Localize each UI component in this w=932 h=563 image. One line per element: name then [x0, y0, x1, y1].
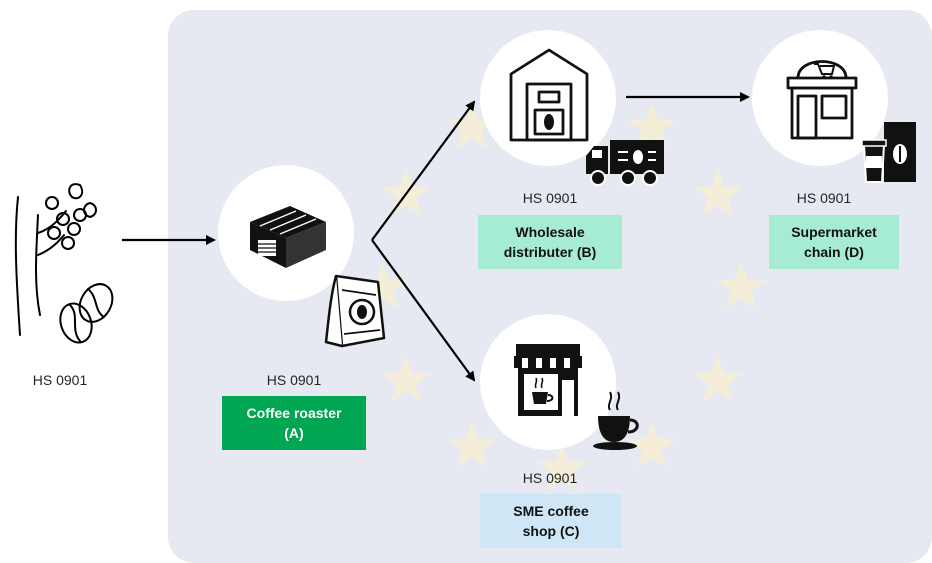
- sme-shop-label: SME coffee shop (C): [480, 494, 622, 548]
- coffee-cup-icon: [593, 391, 639, 450]
- supermarket-hs-code: HS 0901: [796, 190, 852, 206]
- coffee-shop-icon: [514, 344, 582, 416]
- roaster-label: Coffee roaster (A): [222, 396, 366, 450]
- distributor-hs-code: HS 0901: [522, 190, 578, 206]
- origin-hs-code: HS 0901: [32, 372, 88, 388]
- roaster-hs-code: HS 0901: [266, 372, 322, 388]
- factory-icon: [250, 206, 326, 268]
- supermarket-label: Supermarket chain (D): [769, 215, 899, 269]
- distributor-label: Wholesale distributer (B): [478, 215, 622, 269]
- sme-shop-hs-code: HS 0901: [522, 470, 578, 486]
- distributor-circle: [480, 30, 616, 166]
- arrow-roaster-to-sme-shop: [371, 239, 476, 382]
- warehouse-icon: [509, 48, 589, 142]
- coffee-bag-icon: [324, 274, 386, 348]
- shop-icon: [786, 60, 858, 140]
- arrow-roaster-to-distributor: [371, 100, 476, 241]
- delivery-truck-icon: [586, 140, 664, 186]
- coffee-plant-icon: [14, 183, 114, 344]
- coffee-packages-icon: [861, 122, 916, 183]
